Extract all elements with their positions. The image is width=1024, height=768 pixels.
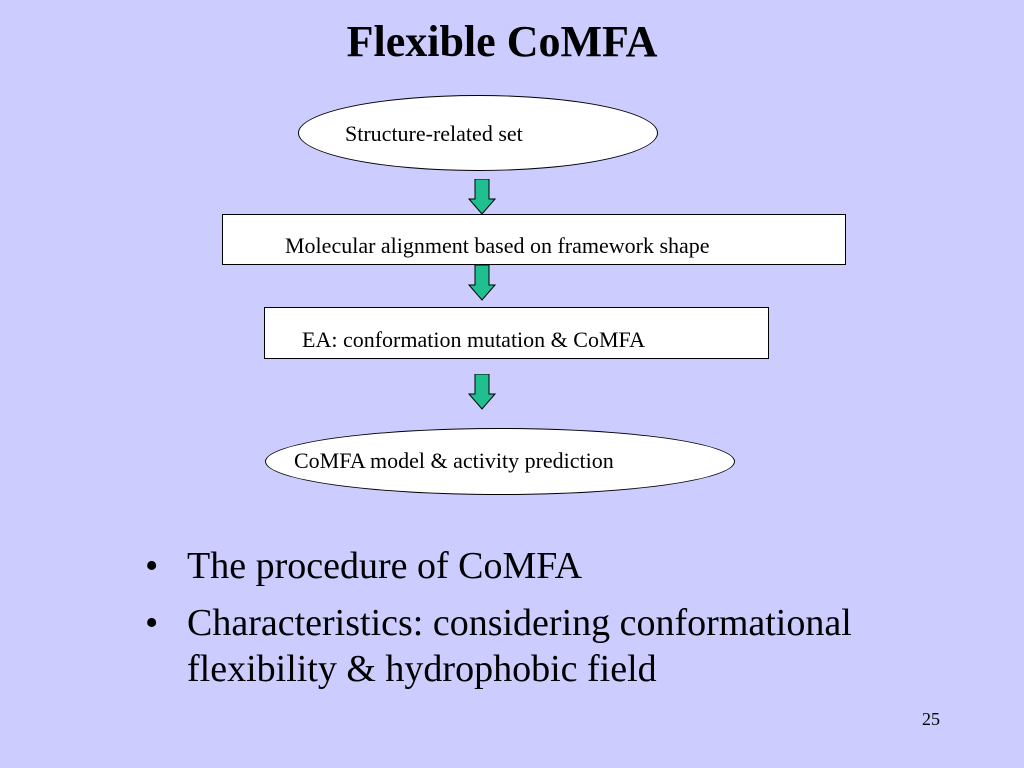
slide-title: Flexible CoMFA — [346, 17, 658, 66]
bullet-marker: • — [145, 602, 159, 644]
bullet-text: Characteristics: considering conformatio… — [187, 602, 852, 690]
down-arrow-icon — [468, 265, 496, 301]
page-number: 25 — [922, 709, 940, 729]
down-arrow-icon — [468, 179, 496, 215]
flow-node-ea-conformation-mutation: EA: conformation mutation & CoMFA — [264, 307, 769, 359]
down-arrow-icon — [468, 374, 496, 410]
bullet-text: The procedure of CoMFA — [187, 545, 583, 587]
bullet-item: • Characteristics: considering conformat… — [145, 600, 1005, 692]
flow-node-label: Structure-related set — [345, 121, 523, 146]
flow-node-label: EA: conformation mutation & CoMFA — [302, 327, 646, 352]
bullet-item: • The procedure of CoMFA — [145, 543, 1005, 589]
flow-node-label: Molecular alignment based on framework s… — [285, 233, 710, 258]
flow-node-comfa-model: CoMFA model & activity prediction — [265, 428, 735, 495]
bullet-marker: • — [145, 545, 159, 587]
bullet-list: • The procedure of CoMFA • Characteristi… — [145, 543, 1005, 703]
flow-node-structure-related-set: Structure-related set — [298, 95, 658, 171]
flow-node-label: CoMFA model & activity prediction — [294, 448, 614, 473]
flow-node-molecular-alignment: Molecular alignment based on framework s… — [222, 214, 846, 265]
